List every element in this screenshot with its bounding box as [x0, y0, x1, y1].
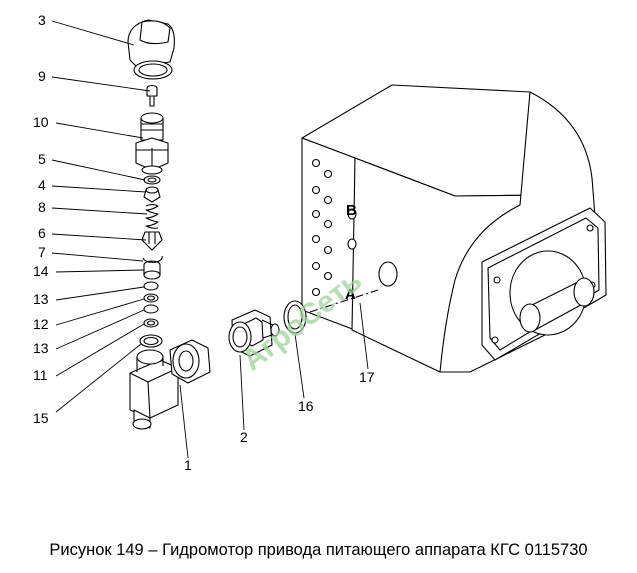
figure-caption: Рисунок 149 – Гидромотор привода питающе…: [49, 541, 588, 559]
leader-lines: [51, 20, 369, 459]
svg-text:А: А: [345, 286, 356, 303]
callout-5: 5: [38, 151, 46, 167]
ring-13-lower: [143, 304, 159, 314]
callout-1: 1: [184, 457, 192, 473]
callout-2: 2: [240, 429, 248, 445]
fitting-10: [135, 112, 169, 175]
callout-7: 7: [38, 244, 46, 260]
pin-9: [146, 84, 158, 107]
callout-6: 6: [38, 225, 46, 241]
callout-3: 3: [38, 12, 46, 28]
nut-4: [143, 186, 161, 203]
spring-8: [145, 203, 159, 229]
callout-labels: 3 9 10 5 4 8 6 7 14 13 12 13 11 15 1 2 1…: [33, 12, 375, 473]
callout-15: 15: [33, 410, 49, 426]
callout-14: 14: [33, 263, 49, 279]
callout-13-upper: 13: [33, 291, 49, 307]
elbow-fitting-1: [129, 339, 211, 430]
callout-10: 10: [33, 114, 49, 130]
snap-ring-7: [142, 255, 163, 263]
union-fitting-2: [228, 309, 280, 357]
ring-13-upper: [143, 281, 159, 291]
callout-16: 16: [298, 398, 314, 414]
callout-12: 12: [33, 316, 49, 332]
callout-4: 4: [38, 177, 46, 193]
callout-9: 9: [38, 68, 46, 84]
callout-13-lower: 13: [33, 340, 49, 356]
callout-17: 17: [359, 369, 375, 385]
valve-6: [141, 231, 163, 251]
face-letters: В А: [345, 202, 357, 303]
hydraulic-motor-body: [301, 84, 607, 373]
seat-14: [143, 260, 161, 280]
callout-8: 8: [38, 199, 46, 215]
cap-3: [127, 19, 175, 80]
svg-text:В: В: [346, 202, 357, 219]
callout-11: 11: [33, 367, 48, 383]
seal-ring-16: [283, 300, 307, 334]
